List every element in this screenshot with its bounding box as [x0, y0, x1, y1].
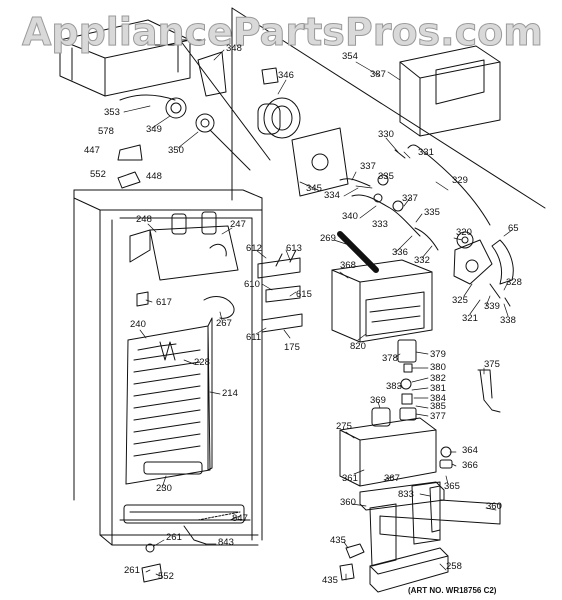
callout-348: 348	[226, 43, 242, 54]
callout-338: 338	[500, 315, 516, 326]
callout-833: 833	[398, 489, 414, 500]
callout-65: 65	[508, 223, 519, 234]
callout-360-left: 360	[340, 497, 356, 508]
callout-381: 381	[430, 383, 446, 394]
callout-330: 330	[378, 129, 394, 140]
callout-175: 175	[284, 342, 300, 353]
ice-maker	[129, 211, 303, 333]
callout-613: 613	[286, 243, 302, 254]
callout-340: 340	[342, 211, 358, 222]
callout-377: 377	[430, 411, 446, 422]
callout-552-lower: 552	[158, 571, 174, 582]
callout-247: 247	[230, 219, 246, 230]
cabinet-outline	[73, 7, 546, 546]
callout-378: 378	[382, 353, 398, 364]
callout-379: 379	[430, 349, 446, 360]
callout-353: 353	[104, 107, 120, 118]
callout-261-upper: 261	[166, 532, 182, 543]
callout-552-top: 552	[90, 169, 106, 180]
callout-228: 228	[194, 357, 210, 368]
callout-349: 349	[146, 124, 162, 135]
callout-387: 387	[370, 69, 386, 80]
callout-435-lower: 435	[322, 575, 338, 586]
callout-380: 380	[430, 362, 446, 373]
callout-375: 375	[484, 359, 500, 370]
callout-240: 240	[130, 319, 146, 330]
callout-269: 269	[320, 233, 336, 244]
callout-366: 366	[462, 460, 478, 471]
callout-345: 345	[306, 183, 322, 194]
callout-331: 331	[418, 147, 434, 158]
callout-354: 354	[342, 51, 358, 62]
callout-248: 248	[136, 214, 152, 225]
callout-339: 339	[484, 301, 500, 312]
callout-610: 610	[244, 279, 260, 290]
dispenser-door	[399, 45, 501, 137]
ice-tray	[331, 259, 433, 343]
ice-bucket-assembly	[59, 19, 251, 189]
callout-384: 384	[430, 393, 446, 404]
callout-448: 448	[146, 171, 162, 182]
callout-447: 447	[84, 145, 100, 156]
callout-385: 385	[430, 401, 446, 412]
callout-332: 332	[414, 255, 430, 266]
callout-611: 611	[246, 332, 262, 343]
callout-847: 847	[232, 513, 248, 524]
callout-820: 820	[350, 341, 366, 352]
callout-325: 325	[452, 295, 468, 306]
callout-258: 258	[446, 561, 462, 572]
callout-214: 214	[222, 388, 238, 399]
dispenser-frame	[339, 417, 501, 567]
callout-382: 382	[430, 373, 446, 384]
callout-615: 615	[296, 289, 312, 300]
callout-337-upper: 337	[360, 161, 376, 172]
callout-346: 346	[278, 70, 294, 81]
callout-230: 230	[156, 483, 172, 494]
callout-578: 578	[98, 126, 114, 137]
callout-365: 365	[444, 481, 460, 492]
callout-333: 333	[372, 219, 388, 230]
linkage-parts	[337, 144, 514, 307]
callout-335-upper: 335	[378, 171, 394, 182]
callout-337-lower: 337	[402, 193, 418, 204]
callout-334: 334	[324, 190, 340, 201]
callout-364: 364	[462, 445, 478, 456]
callout-350: 350	[168, 145, 184, 156]
watermark: AppliancePartsPros.com	[22, 10, 544, 55]
callout-321: 321	[462, 313, 478, 324]
callout-329: 329	[452, 175, 468, 186]
callout-617: 617	[156, 297, 172, 308]
callout-843: 843	[218, 537, 234, 548]
bottom-parts	[141, 511, 449, 593]
control-components	[371, 339, 501, 427]
callout-320: 320	[456, 227, 472, 238]
art-number: (ART NO. WR18756 C2)	[408, 586, 497, 595]
callout-335-lower: 335	[424, 207, 440, 218]
callout-383: 383	[386, 381, 402, 392]
callout-361: 361	[342, 473, 358, 484]
callout-368: 368	[340, 260, 356, 271]
callout-435-upper: 435	[330, 535, 346, 546]
callout-267: 267	[216, 318, 232, 329]
callout-336: 336	[392, 247, 408, 258]
callout-367: 367	[384, 473, 400, 484]
evaporator	[125, 317, 213, 485]
callout-261-lower: 261	[124, 565, 140, 576]
callout-369: 369	[370, 395, 386, 406]
leader-lines	[123, 49, 513, 581]
callout-328: 328	[506, 277, 522, 288]
callout-275: 275	[336, 421, 352, 432]
callout-612: 612	[246, 243, 262, 254]
callout-360-right: 360	[486, 501, 502, 512]
auger-motor-assembly	[197, 51, 349, 197]
